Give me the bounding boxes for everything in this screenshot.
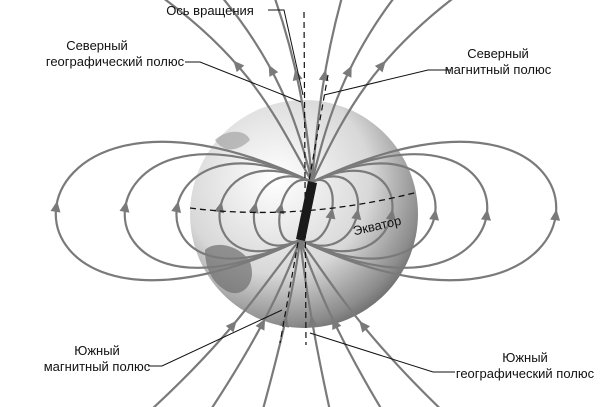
north-geo-label-2: географический полюс xyxy=(46,54,185,69)
north-mag-label-1: Северный xyxy=(467,46,529,61)
field-line xyxy=(310,0,343,183)
south-mag-label-1: Южный xyxy=(74,343,120,358)
field-arrow-icon xyxy=(325,207,336,220)
north-geo-pointer xyxy=(185,61,302,103)
field-arrow-icon xyxy=(359,320,371,333)
field-line xyxy=(262,239,302,407)
magnetic-axis xyxy=(279,74,329,344)
south-geo-label-1: Южный xyxy=(502,350,548,365)
field-arrow-icon xyxy=(308,315,318,328)
rotation-axis-pointer xyxy=(268,9,304,96)
field-lines xyxy=(50,0,561,407)
field-arrow-icon xyxy=(374,60,386,73)
field-arrow-icon xyxy=(255,318,266,331)
field-arrow-icon xyxy=(119,200,130,213)
field-arrow-icon xyxy=(248,201,259,214)
asia-landmass xyxy=(215,131,250,150)
field-line xyxy=(298,239,331,407)
field-arrow-icon xyxy=(550,209,561,221)
north-mag-pointer xyxy=(323,69,450,96)
field-arrow-icon xyxy=(233,60,245,73)
field-arrow-icon xyxy=(318,69,329,82)
rotation-axis-label: Ось вращения xyxy=(166,3,254,18)
field-line xyxy=(222,0,314,183)
north-geo-label-1: Северный xyxy=(66,38,128,53)
field-line xyxy=(310,0,394,183)
south-mag-pointer xyxy=(148,309,283,367)
field-arrow-icon xyxy=(351,208,362,221)
field-arrow-icon xyxy=(481,209,491,221)
field-arrow-icon xyxy=(342,65,352,78)
field-arrow-icon xyxy=(225,320,237,333)
field-line xyxy=(299,239,441,407)
south-geo-pointer xyxy=(309,332,455,373)
field-arrow-icon xyxy=(332,317,342,331)
north-mag-label-2: магнитный полюс xyxy=(445,62,552,77)
field-arrow-icon xyxy=(429,209,440,221)
field-line xyxy=(163,0,313,183)
south-mag-label-2: магнитный полюс xyxy=(44,359,151,374)
rotation-axis xyxy=(303,11,307,346)
field-arrow-icon xyxy=(171,201,182,213)
field-line xyxy=(152,239,301,407)
field-arrow-icon xyxy=(292,69,303,81)
bar-magnet xyxy=(296,181,317,241)
field-line xyxy=(211,239,302,407)
field-line xyxy=(274,0,314,183)
field-arrow-icon xyxy=(50,200,61,213)
south-geo-label-2: географический полюс xyxy=(456,366,595,381)
field-arrow-icon xyxy=(214,201,225,214)
field-arrow-icon xyxy=(268,64,279,77)
field-line xyxy=(311,0,453,183)
field-arrow-icon xyxy=(385,208,396,221)
